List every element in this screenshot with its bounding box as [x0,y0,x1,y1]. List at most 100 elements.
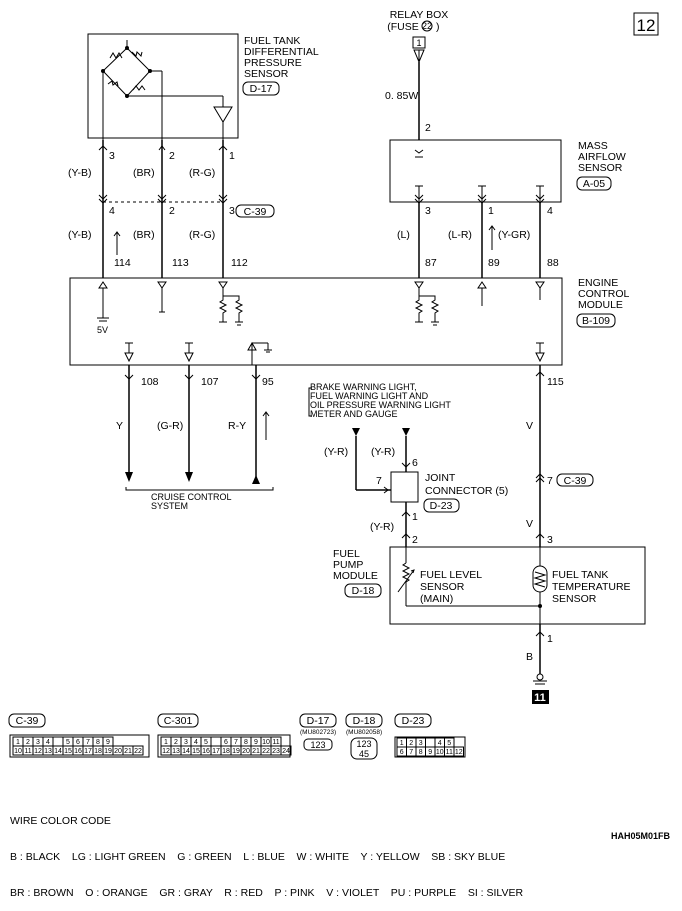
connector-d18: D-18 (MU802058) 123 45 [345,713,383,760]
svg-text:V: V [526,518,533,530]
svg-text:MASS: MASS [578,140,608,152]
relay-terminal: 1 [416,38,421,48]
connector-pin-label: 11 [24,748,31,755]
svg-text:2: 2 [169,150,175,162]
svg-text:107: 107 [201,376,219,388]
svg-text:TEMPERATURE: TEMPERATURE [552,581,631,593]
connector-pin-label: 13 [44,748,52,755]
svg-text:CONTROL: CONTROL [578,288,629,300]
connector-pin-label: 22 [134,748,142,755]
svg-text:B: B [526,651,533,663]
legend-row-1: B : BLACK LG : LIGHT GREEN G : GREEN L :… [10,851,506,863]
svg-text:D-17: D-17 [250,83,273,95]
svg-text:114: 114 [114,257,131,269]
left-wire-group: 3 2 1 (Y-B) (BR) (R-G) 4 2 3 C-39 (Y-B) … [68,140,275,278]
svg-text:(R-G): (R-G) [189,229,215,241]
connector-pin-label: 16 [202,748,210,755]
connector-pin-label: 15 [64,748,72,755]
connector-pin-label: 8 [96,739,100,746]
svg-text:(BR): (BR) [133,229,155,241]
svg-text:1: 1 [412,511,418,523]
svg-text:SENSOR: SENSOR [244,68,289,80]
svg-text:C-301: C-301 [164,715,193,727]
connector-pin-label: 20 [114,748,122,755]
svg-text:DIFFERENTIAL: DIFFERENTIAL [244,46,319,58]
connector-pin-label: 13 [172,748,180,755]
svg-text:D-18: D-18 [352,585,375,597]
connector-pin-label: 12 [455,749,463,756]
svg-text:22: 22 [422,21,432,31]
svg-text:95: 95 [262,376,274,388]
fuel-level-sensor: FUEL LEVEL SENSOR (MAIN) [397,547,540,607]
svg-text:(BR): (BR) [133,167,155,179]
connector-pin-label: 12 [34,748,42,755]
svg-text:D-17: D-17 [307,715,330,727]
ecm-internals: 5V [97,281,545,365]
svg-text:(Y-B): (Y-B) [68,229,92,241]
svg-text:87: 87 [425,257,437,269]
svg-text:(L): (L) [397,229,410,241]
svg-text:ENGINE: ENGINE [578,277,618,289]
ground-ref-box [532,690,549,704]
svg-text:5V: 5V [97,325,108,335]
connector-pin-label: 3 [36,739,40,746]
ground-ref: 11 [534,692,546,704]
connector-pin-label: 11 [446,749,453,756]
svg-text:AIRFLOW: AIRFLOW [578,151,626,163]
connector-pin-label: 8 [244,739,248,746]
diagram-code: HAH05M01FB [610,831,670,841]
connector-pin-label: 1 [16,739,20,746]
cruise-wire-group: 108 107 95 Y (G-R) R-Y CRUISE CONTROL SY… [116,365,274,511]
connector-pin-label: 6 [224,739,228,746]
svg-text:1: 1 [229,150,235,162]
svg-text:2: 2 [425,122,431,134]
connector-pin-label: 10 [14,748,22,755]
svg-text:SENSOR: SENSOR [420,581,465,593]
connector-pin-label: 22 [262,748,270,755]
connector-pin-label: 6 [76,739,80,746]
svg-text:45: 45 [359,749,369,759]
right-wire-chain: 115 V 7 C-39 V 3 [526,365,594,547]
connector-pin-cell [132,745,144,756]
connector-pin-label: 5 [66,739,70,746]
bridge-circuit [101,40,233,140]
connector-pin-label: 19 [232,748,240,755]
fuse-symbol [413,49,425,64]
connector-pin-cell [52,736,64,747]
svg-text:MODULE: MODULE [333,570,378,582]
relay-box-label: RELAY BOX (FUSE 22 ) [387,9,448,33]
connector-pin-label: 17 [84,748,92,755]
page-number: 12 [637,16,656,35]
connector-pin-cell [280,745,292,756]
svg-text:112: 112 [231,257,248,269]
connector-pin-label: 17 [212,748,220,755]
connector-pin-label: 23 [272,748,280,755]
svg-text:123: 123 [310,740,325,750]
connector-pin-cell [425,737,436,748]
svg-text:4: 4 [547,205,553,217]
legend-title: WIRE COLOR CODE [10,815,111,827]
svg-text:123: 123 [356,739,371,749]
svg-text:CONNECTOR (5): CONNECTOR (5) [425,485,508,497]
connector-pin-label: 20 [242,748,250,755]
connector-pin-label: 11 [272,739,279,746]
svg-text:(MAIN): (MAIN) [420,593,453,605]
fuel-tank-dp-sensor [87,33,239,139]
svg-text:3: 3 [547,534,553,546]
connector-pin-label: 18 [222,748,230,755]
svg-text:6: 6 [412,457,418,469]
connector-pin-label: 18 [94,748,102,755]
svg-text:V: V [526,420,533,432]
svg-text:113: 113 [172,257,189,269]
connector-pin-label: 6 [400,749,404,756]
connector-pin-label: 21 [124,748,132,755]
connector-pin-label: 5 [204,739,208,746]
svg-text:JOINT: JOINT [425,472,456,484]
connector-pin-cell [453,746,464,757]
svg-text:A-05: A-05 [583,178,605,190]
connector-pin-label: 4 [438,740,442,747]
svg-text:(MU802723): (MU802723) [300,729,336,736]
svg-text:3: 3 [229,205,235,217]
